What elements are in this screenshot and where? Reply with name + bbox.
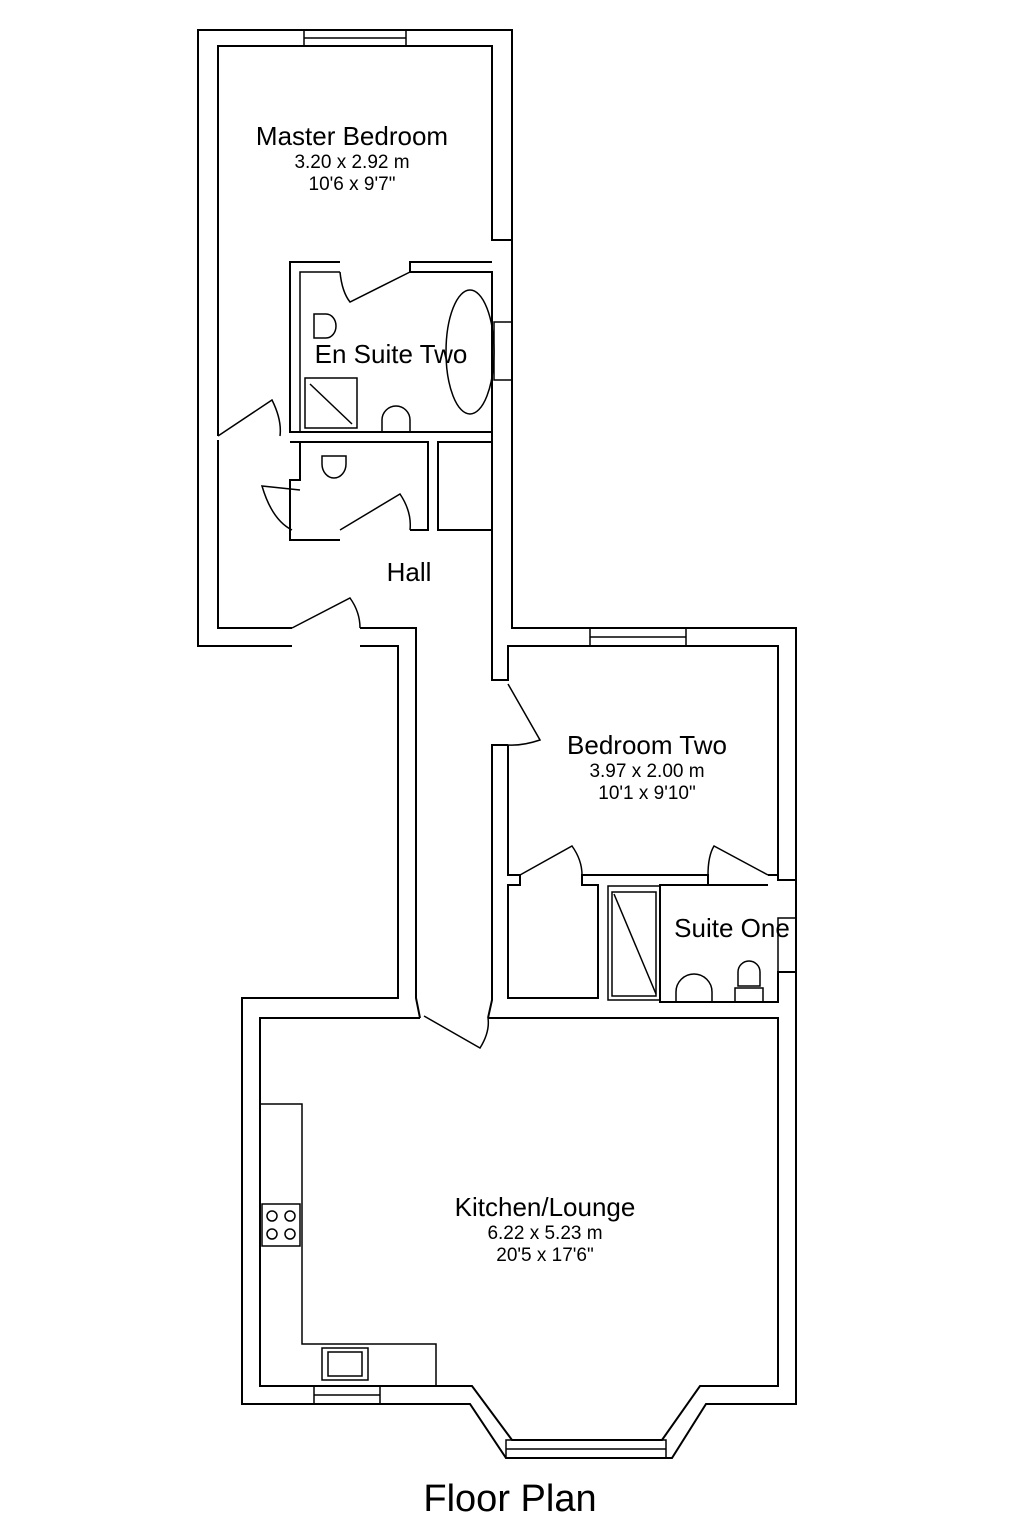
room-name: Kitchen/Lounge xyxy=(454,1192,636,1222)
hob-icon xyxy=(261,1203,301,1247)
en-suite-two-inner xyxy=(299,271,340,432)
wc-wall xyxy=(290,441,429,531)
room-metric: 3.97 x 2.00 m xyxy=(589,760,705,782)
room-name: Bedroom Two xyxy=(567,730,727,760)
suite-basin-icon xyxy=(675,973,713,1002)
bedroom-two-inner-wall-right xyxy=(768,874,779,880)
window-bedroom-two xyxy=(589,627,687,647)
room-imperial: 20'5 x 17'6" xyxy=(496,1244,594,1266)
entrance-door xyxy=(291,597,361,629)
shower-icon xyxy=(304,377,358,429)
bedroom-two-door xyxy=(507,683,542,746)
hall-east-wall xyxy=(491,380,796,881)
plan-title: Floor Plan xyxy=(423,1478,597,1520)
suite-one-door xyxy=(707,845,769,876)
room-name: Master Bedroom xyxy=(255,121,449,151)
master-bedroom-door xyxy=(217,398,282,437)
window-en-suite xyxy=(493,321,513,381)
bedroom-two-label: Bedroom Two 3.97 x 2.00 m 10'1 x 9'10" xyxy=(567,730,727,805)
sink-icon xyxy=(321,1347,369,1381)
hall-label: Hall xyxy=(386,557,432,587)
bath-icon xyxy=(445,289,495,415)
wc-door xyxy=(260,485,301,531)
en-suite-two-label: En Suite Two xyxy=(314,339,468,369)
suite-one-label: Suite One xyxy=(674,913,790,943)
wardrobe-door xyxy=(519,845,583,876)
shower-tray-icon xyxy=(607,885,661,1001)
wc-wall-left xyxy=(289,442,340,541)
hall-right-wall xyxy=(360,627,421,1019)
window-master xyxy=(303,29,407,47)
toilet-icon xyxy=(313,313,337,339)
basin-icon xyxy=(381,405,411,432)
suite-toilet-icon xyxy=(734,960,764,1003)
window-kitchen xyxy=(313,1385,381,1405)
room-imperial: 10'1 x 9'10" xyxy=(598,782,696,804)
window-bay xyxy=(505,1439,667,1459)
bedroom-two-west-wall xyxy=(487,744,508,1019)
en-suite-two-wall xyxy=(289,261,493,433)
kitchen-worktop xyxy=(260,1103,437,1386)
room-metric: 6.22 x 5.23 m xyxy=(487,1222,603,1244)
hall-left-wall xyxy=(217,440,292,629)
master-bedroom-wall xyxy=(217,45,512,436)
window-suite-one xyxy=(777,917,797,973)
en-suite-door xyxy=(339,271,411,303)
master-bedroom-label: Master Bedroom 3.20 x 2.92 m 10'6 x 9'7" xyxy=(255,121,449,196)
wc-door-2 xyxy=(339,492,412,531)
cupboard xyxy=(437,441,493,531)
room-imperial: 10'6 x 9'7" xyxy=(308,173,396,195)
bedroom-two-inner-wall xyxy=(507,745,796,1003)
kitchen-door xyxy=(423,1015,490,1050)
room-metric: 3.20 x 2.92 m xyxy=(294,151,410,173)
wc-toilet-icon xyxy=(321,455,347,479)
kitchen-lounge-label: Kitchen/Lounge 6.22 x 5.23 m 20'5 x 17'6… xyxy=(454,1192,636,1267)
